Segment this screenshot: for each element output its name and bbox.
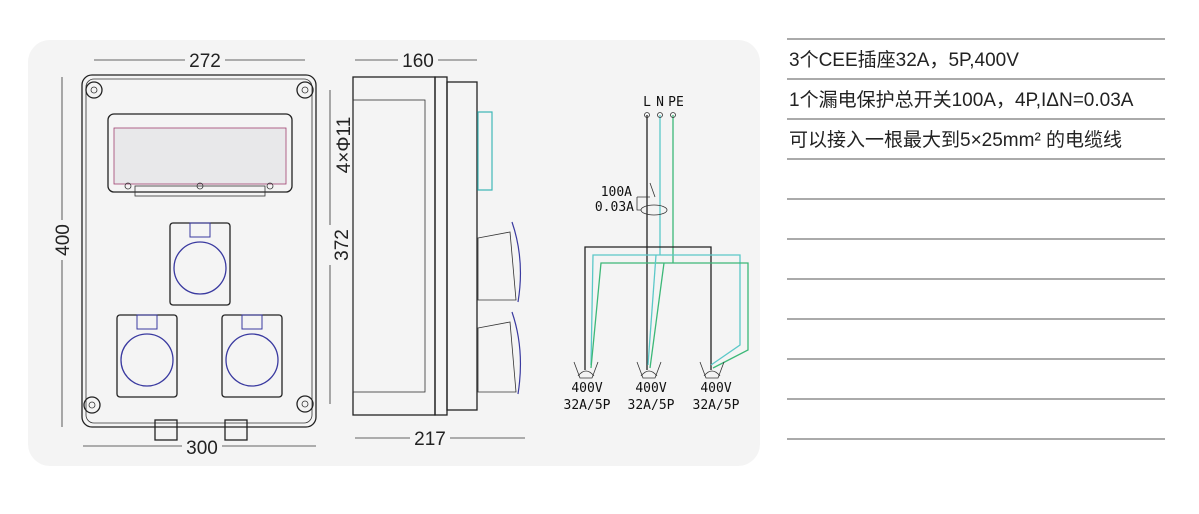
outlet-voltage: 400V: [571, 381, 602, 396]
spec-text: 1个漏电保护总开关100A，4P,IΔN=0.03A: [789, 90, 1134, 111]
screw-icon: [83, 396, 101, 414]
outlet-icon: [573, 361, 599, 379]
spec-row: [787, 360, 1165, 400]
outlet-rating: 32A/5P: [693, 398, 740, 413]
dim-width-bottom: 300: [186, 438, 218, 459]
breaker-window: [107, 113, 293, 197]
outlet-voltage: 400V: [635, 381, 666, 396]
dim-height-inner: 372: [332, 229, 353, 261]
spec-text: 可以接入一根最大到5×25mm² 的电缆线: [789, 130, 1123, 151]
dim-width-top: 272: [189, 51, 221, 72]
outlet-voltage: 400V: [700, 381, 731, 396]
breaker-rating: 100A: [601, 185, 632, 200]
spec-row: 3个CEE插座32A，5P,400V: [787, 40, 1165, 80]
spec-row: [787, 240, 1165, 280]
residual-current: 0.03A: [595, 200, 634, 215]
spec-row: [787, 400, 1165, 440]
spec-text: 3个CEE插座32A，5P,400V: [789, 50, 1019, 71]
cee-socket-right: [221, 314, 283, 398]
terminal-label-n: N: [656, 95, 664, 110]
dim-height-outer: 400: [53, 224, 74, 256]
screw-icon: [296, 395, 314, 413]
cable-gland-icon: [154, 419, 178, 441]
dim-depth-bottom: 217: [414, 429, 446, 450]
spec-row: [787, 160, 1165, 200]
spec-row: [787, 200, 1165, 240]
cee-socket-top: [169, 222, 231, 306]
outlet-rating: 32A/5P: [628, 398, 675, 413]
outlet-rating: 32A/5P: [564, 398, 611, 413]
outlet-icon: [636, 361, 662, 379]
terminal-label-l: L: [643, 95, 651, 110]
wiring-schematic: L N PE 100A 0.03A 400V 32A/5P 400V 32A/5…: [564, 95, 749, 413]
spec-row: [787, 280, 1165, 320]
dim-depth-top: 160: [402, 51, 434, 72]
spec-top-rule: [787, 38, 1165, 40]
dim-holes: 4×Φ11: [334, 117, 355, 174]
breaker-cover-side: [477, 111, 493, 191]
terminal-label-pe: PE: [668, 95, 684, 110]
spec-row: [787, 320, 1165, 360]
front-view: 272 300 400 372 4×Φ11: [52, 50, 355, 459]
spec-row: 可以接入一根最大到5×25mm² 的电缆线: [787, 120, 1165, 160]
cee-socket-left: [116, 314, 178, 398]
cable-gland-icon: [224, 419, 248, 441]
screw-icon: [296, 81, 314, 99]
spec-row: 1个漏电保护总开关100A，4P,IΔN=0.03A: [787, 80, 1165, 120]
screw-icon: [85, 81, 103, 99]
outlet-icon: [699, 361, 725, 379]
side-view: 160 217: [352, 50, 525, 450]
